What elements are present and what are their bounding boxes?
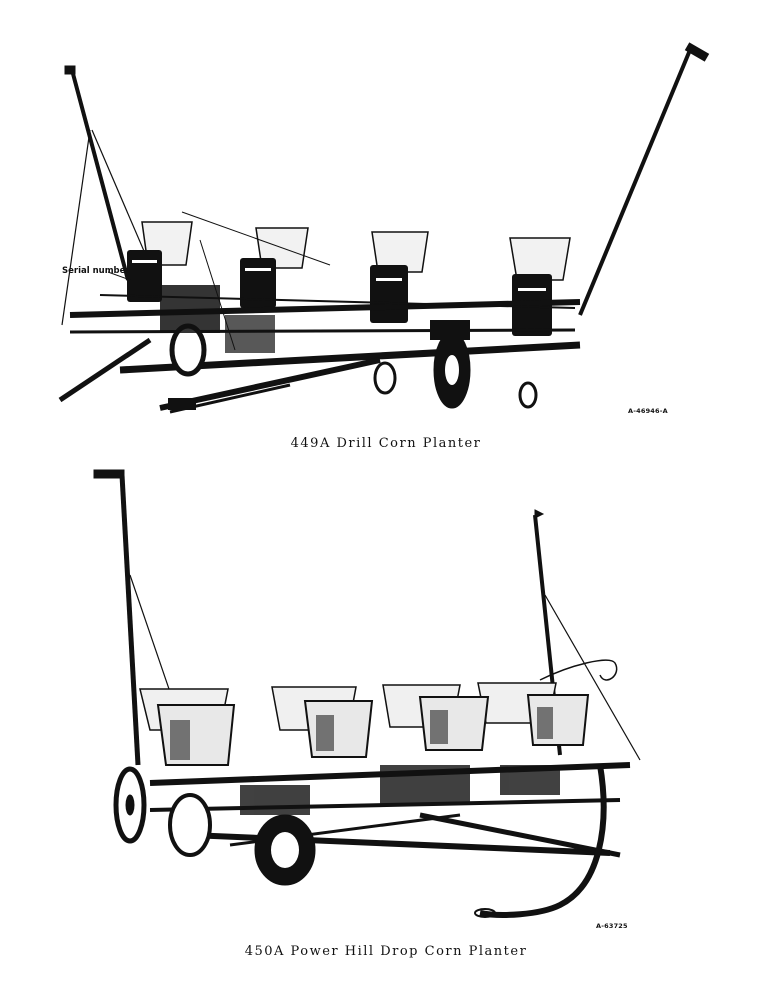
caption-450a: 450A Power Hill Drop Corn Planter xyxy=(244,944,528,959)
caption-449a: 449A Drill Corn Planter xyxy=(290,436,482,451)
planter-illustration-450a xyxy=(93,469,641,918)
photo-code-449a: A-46946-A xyxy=(628,407,668,415)
photo-code-450a: A-63725 xyxy=(596,922,628,930)
planter-illustration-449a xyxy=(58,42,710,414)
figure-450a-power-hill-drop-corn-planter: A-63725 xyxy=(0,465,772,930)
serial-number-callout: Serial number xyxy=(62,266,130,276)
figure-449a-drill-corn-planter: Serial number A-46946-A xyxy=(0,40,772,420)
